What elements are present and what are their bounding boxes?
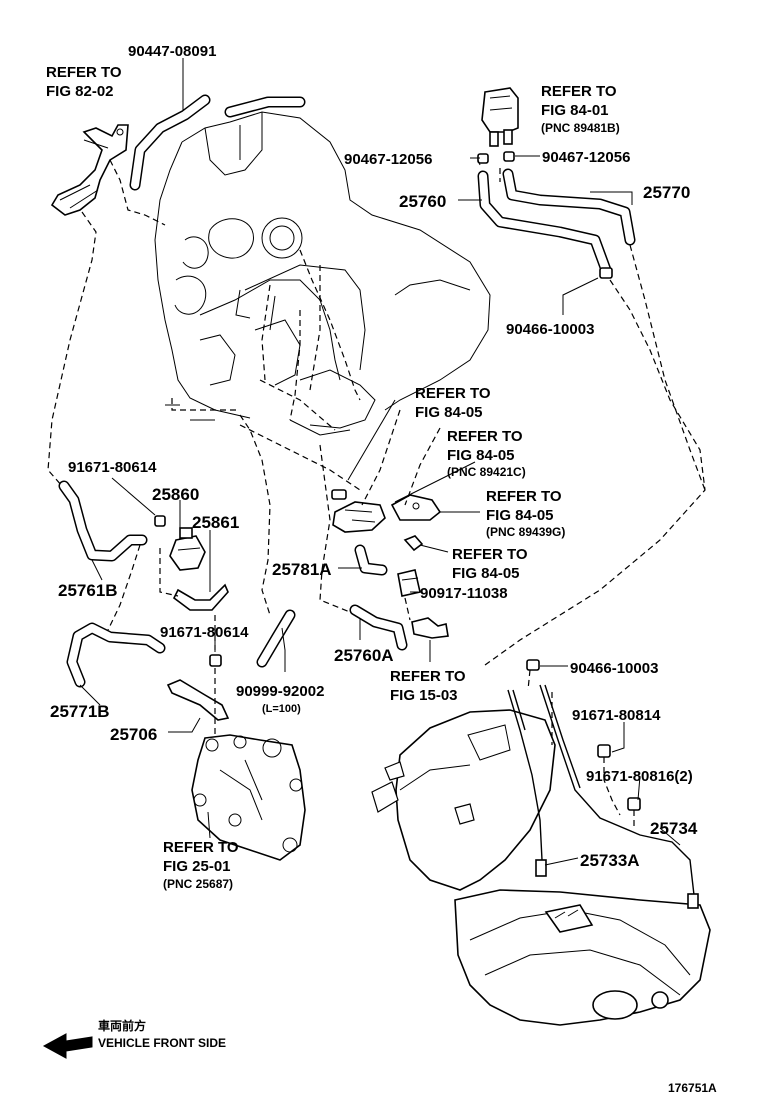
- label-91671-80816: 91671-80816(2): [586, 768, 693, 785]
- sensor-line-25734: [539, 684, 695, 896]
- label-91671-80814: 91671-80814: [572, 707, 661, 724]
- label-25771B: 25771B: [50, 702, 110, 721]
- label-refer-84-05-b-pnc: (PNC 89421C): [447, 465, 526, 479]
- label-90466-10003-top: 90466-10003: [506, 321, 594, 338]
- pressure-sensor: [481, 87, 519, 147]
- clip-90467-right: [503, 151, 515, 162]
- label-25861: 25861: [192, 513, 239, 532]
- bolt-91671-80614-a: [154, 515, 166, 527]
- legend-japanese-text: 車両前方: [98, 1018, 146, 1033]
- label-25761B: 25761B: [58, 581, 118, 600]
- label-25860: 25860: [152, 485, 199, 504]
- part-labels: 90447-08091 REFER TO FIG 82-02 REFER TO …: [46, 43, 698, 891]
- label-91671-80614-a: 91671-80614: [68, 459, 157, 476]
- label-refer-15-03-line2: FIG 15-03: [390, 687, 458, 704]
- label-90466-10003-bottom: 90466-10003: [570, 660, 658, 677]
- label-refer-25-01-line2: FIG 25-01: [163, 858, 231, 875]
- label-refer-84-05-c-pnc: (PNC 89439G): [486, 525, 565, 539]
- label-25770: 25770: [643, 183, 690, 202]
- vsv-assembly: [331, 489, 442, 597]
- label-25760: 25760: [399, 192, 446, 211]
- label-90999-92002: 90999-92002: [236, 683, 324, 700]
- front-arrow-icon: [42, 1033, 93, 1059]
- label-refer-84-05-a-line2: FIG 84-05: [415, 404, 483, 421]
- label-90447-08091: 90447-08091: [128, 43, 216, 60]
- bracket-82-02: [50, 124, 129, 216]
- catalytic-converter: [371, 709, 711, 1026]
- label-25781A: 25781A: [272, 560, 332, 579]
- label-refer-84-01-line2: FIG 84-01: [541, 102, 609, 119]
- clip-90466-bottom: [526, 659, 540, 671]
- label-90917-11038: 90917-11038: [420, 585, 508, 602]
- vehicle-front-legend: 車両前方 VEHICLE FRONT SIDE: [42, 1018, 226, 1059]
- label-refer-84-05-d-line1: REFER TO: [452, 546, 528, 563]
- sensor-line-25733A: [507, 689, 543, 861]
- mount-bracket-25-01: [191, 734, 306, 861]
- figure-id: 176751A: [668, 1081, 717, 1095]
- label-refer-84-05-c-line2: FIG 84-05: [486, 507, 554, 524]
- label-25733A: 25733A: [580, 851, 640, 870]
- bolt-91671-80814: [597, 744, 611, 758]
- assembly-dashed-lines: [47, 159, 706, 830]
- label-refer-84-01-pnc: (PNC 89481B): [541, 121, 620, 135]
- connector-15-03: [411, 617, 449, 639]
- label-refer-84-05-b-line1: REFER TO: [447, 428, 523, 445]
- bracket-25706: [166, 679, 230, 721]
- bracket-25861: [159, 548, 229, 611]
- label-refer-84-05-a-line1: REFER TO: [415, 385, 491, 402]
- valve-25860: [169, 527, 206, 571]
- label-90999-length: (L=100): [262, 703, 301, 715]
- engine-block: [154, 111, 491, 436]
- label-refer-84-05-d-line2: FIG 84-05: [452, 565, 520, 582]
- label-refer-84-05-c-line1: REFER TO: [486, 488, 562, 505]
- label-25760A: 25760A: [334, 646, 394, 665]
- label-refer-84-01-line1: REFER TO: [541, 83, 617, 100]
- label-refer-82-02-line1: REFER TO: [46, 64, 122, 81]
- label-refer-84-05-b-line2: FIG 84-05: [447, 447, 515, 464]
- label-refer-15-03-line1: REFER TO: [390, 668, 466, 685]
- legend-english-text: VEHICLE FRONT SIDE: [98, 1036, 226, 1050]
- label-90467-12056-right: 90467-12056: [542, 149, 630, 166]
- label-refer-25-01-line1: REFER TO: [163, 839, 239, 856]
- label-91671-80614-b: 91671-80614: [160, 624, 249, 641]
- label-refer-25-01-pnc: (PNC 25687): [163, 877, 233, 891]
- label-refer-82-02-line2: FIG 82-02: [46, 83, 114, 100]
- label-90467-12056-left: 90467-12056: [344, 151, 432, 168]
- leader-lines: [79, 58, 681, 866]
- bolt-91671-80614-b: [209, 654, 222, 667]
- label-25706: 25706: [110, 725, 157, 744]
- clip-90466-top: [599, 267, 613, 279]
- label-25734: 25734: [650, 819, 698, 838]
